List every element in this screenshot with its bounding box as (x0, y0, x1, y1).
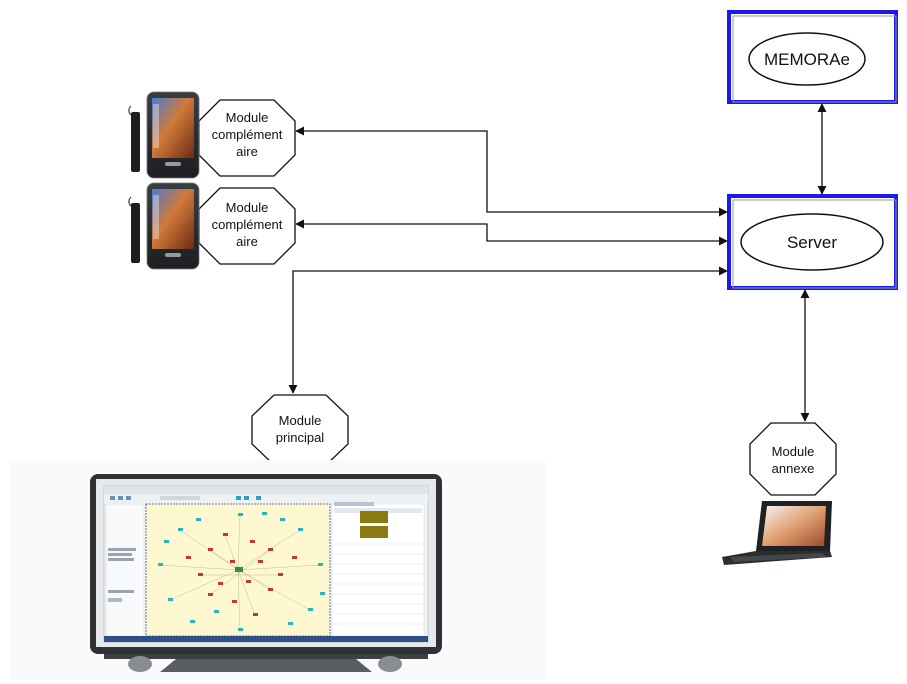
module-complement-2: Module complément aire (198, 187, 296, 265)
laptop-icon (722, 501, 832, 565)
annexe-line2: annexe (772, 461, 815, 476)
module-annexe: Module annexe (749, 422, 837, 496)
complement2-server-link (295, 219, 728, 246)
memorae-node: MEMORAe (727, 10, 898, 104)
principal-line1: Module (279, 413, 322, 428)
complement1-server-link (295, 126, 728, 217)
server-label: Server (787, 233, 837, 252)
octagon-shape (749, 422, 837, 496)
server-node: Server (727, 194, 898, 290)
principal-line2: principal (276, 430, 325, 445)
module-principal: Module principal (251, 394, 349, 466)
memorae-label: MEMORAe (764, 50, 850, 69)
memorae-ellipse (748, 32, 866, 86)
complement2-line1: Module (226, 200, 269, 215)
module-complement-1: Module complément aire (198, 99, 296, 177)
complement1-line2: complément (212, 127, 283, 142)
server-ellipse (740, 213, 884, 271)
interactive-tabletop-screen-icon (10, 460, 546, 680)
graph-nodes (158, 512, 325, 631)
complement2-line3: aire (236, 234, 258, 249)
complement2-line2: complément (212, 217, 283, 232)
connectors (288, 103, 827, 422)
complement1-line3: aire (236, 144, 258, 159)
smartphone-icon (128, 182, 200, 270)
principal-server-link (288, 266, 728, 394)
annexe-line1: Module (772, 444, 815, 459)
complement1-line1: Module (226, 110, 269, 125)
smartphone-icon (128, 91, 200, 179)
